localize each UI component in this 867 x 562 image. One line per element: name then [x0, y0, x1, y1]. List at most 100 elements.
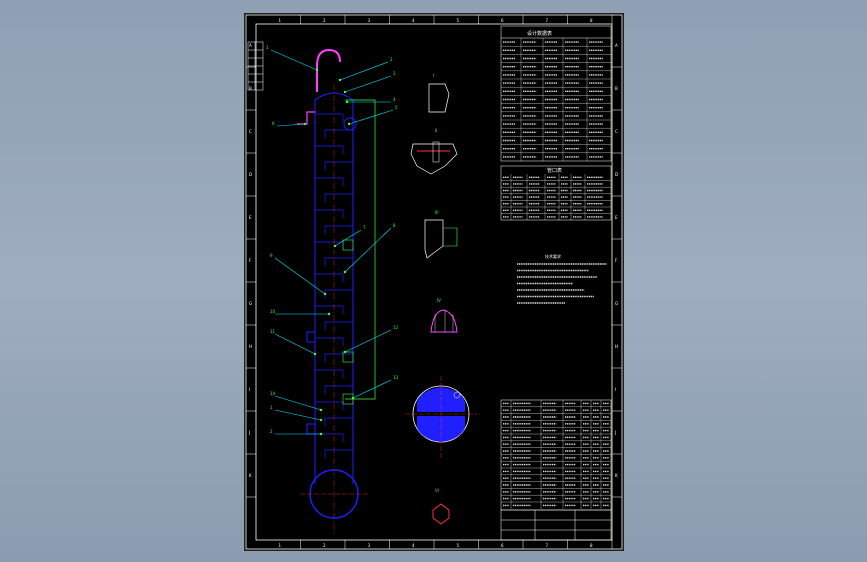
zone-label-right: C: [615, 129, 618, 134]
leader-line: [339, 61, 389, 81]
leader-dot: [319, 408, 323, 412]
leader-number: 7: [363, 225, 366, 230]
zone-label-bottom: 1: [279, 543, 282, 548]
leader-number: 1: [266, 45, 269, 50]
detail-4-cap: [430, 309, 458, 333]
zone-label-top: 8: [590, 18, 593, 23]
leader-line: [276, 123, 306, 127]
tray-icon: [443, 227, 458, 247]
leader-lines: [270, 49, 394, 436]
inner-frame: [255, 23, 613, 541]
design-data-rows: [501, 38, 611, 161]
tray-group: [315, 113, 354, 458]
leader-line: [274, 409, 322, 421]
detail-label-4: IV: [437, 298, 441, 303]
zone-label-left: J: [248, 430, 250, 435]
detail-1-bracket: [428, 83, 450, 113]
zone-label-bottom: 8: [590, 543, 593, 548]
zone-label-left: H: [249, 344, 252, 349]
zone-label-right: K: [615, 473, 618, 478]
zone-ticks: [246, 15, 622, 549]
tray-manhole: [342, 239, 354, 251]
leader-dot: [333, 244, 337, 248]
zone-label-bottom: 7: [546, 543, 549, 548]
leader-dot: [345, 100, 349, 104]
zone-label-right: F: [615, 258, 618, 263]
leader-number: 8: [393, 223, 396, 228]
zone-label-bottom: 6: [501, 543, 504, 548]
design-data-table: [500, 25, 612, 162]
zone-label-right: E: [615, 215, 618, 220]
leader-number: 6: [272, 121, 275, 126]
leader-number: 14: [270, 391, 276, 396]
leader-dot: [343, 270, 347, 274]
zone-label-right: D: [615, 172, 618, 177]
leader-line: [344, 329, 392, 353]
leader-line: [274, 257, 326, 295]
leader-number: 2: [270, 429, 273, 434]
detail-4-ribs: [434, 310, 454, 332]
zone-label-top: 3: [368, 18, 371, 23]
leader-number: 13: [393, 375, 399, 380]
outer-frame: [245, 14, 623, 550]
leader-dot: [343, 90, 347, 94]
zone-label-bottom: 4: [412, 543, 415, 548]
leader-dot: [351, 396, 355, 400]
zone-label-left: I: [249, 387, 250, 392]
leader-dot: [319, 418, 323, 422]
leader-line: [274, 395, 322, 411]
detail-3-tray: [424, 219, 444, 259]
zone-label-top: 4: [412, 18, 415, 23]
leader-dot: [315, 68, 319, 72]
zone-label-bottom: 5: [457, 543, 460, 548]
detail-label-2: II: [435, 128, 437, 133]
leader-number: 2: [390, 57, 393, 62]
leader-dot: [323, 292, 327, 296]
leader-number: 9: [270, 253, 273, 258]
zone-label-left: D: [249, 172, 252, 177]
leader-line: [344, 227, 392, 273]
zone-label-top: 5: [457, 18, 460, 23]
manway-icon: [343, 117, 357, 131]
leader-number: 12: [393, 325, 399, 330]
leader-number: 11: [270, 329, 276, 334]
column-vessel: [297, 48, 368, 534]
leader-dot: [303, 122, 307, 126]
tray-manhole: [342, 351, 354, 363]
detail-views: I II III IV VI: [405, 73, 477, 525]
overhead-vapor-pipe: [316, 48, 341, 92]
zone-label-top: 7: [546, 18, 549, 23]
title-block: [500, 509, 612, 541]
nozzle-flange-icon: [432, 141, 440, 163]
side-nozzle-left-2: [306, 423, 316, 435]
leader-dot: [319, 432, 323, 436]
zone-label-right: B: [615, 86, 618, 91]
zone-label-left: E: [249, 215, 252, 220]
parts-list-rows: [501, 400, 611, 509]
tech-requirements-heading: 技术要求: [545, 253, 561, 259]
revision-block: [247, 41, 264, 91]
leader-line: [274, 333, 316, 355]
zone-label-top: 1: [279, 18, 282, 23]
tech-requirements-lines: [517, 263, 607, 304]
section-hole: [453, 391, 461, 399]
leader-line: [348, 109, 394, 125]
detail-label-3: III: [435, 210, 439, 215]
side-nozzle-left: [306, 331, 316, 343]
zone-label-left: C: [249, 129, 252, 134]
platform-guide: [345, 99, 376, 400]
zone-label-left: B: [249, 86, 252, 91]
leader-dot: [343, 350, 347, 354]
leader-line: [334, 229, 362, 247]
leader-number: 1: [270, 405, 273, 410]
leader-dot: [313, 352, 317, 356]
zone-label-top: 6: [501, 18, 504, 23]
nozzle-table: [500, 165, 612, 221]
support-skirt-icon: [432, 503, 450, 525]
leader-dot: [327, 312, 331, 316]
detail-label-1: I: [433, 73, 434, 78]
leader-number: 5: [395, 105, 398, 110]
